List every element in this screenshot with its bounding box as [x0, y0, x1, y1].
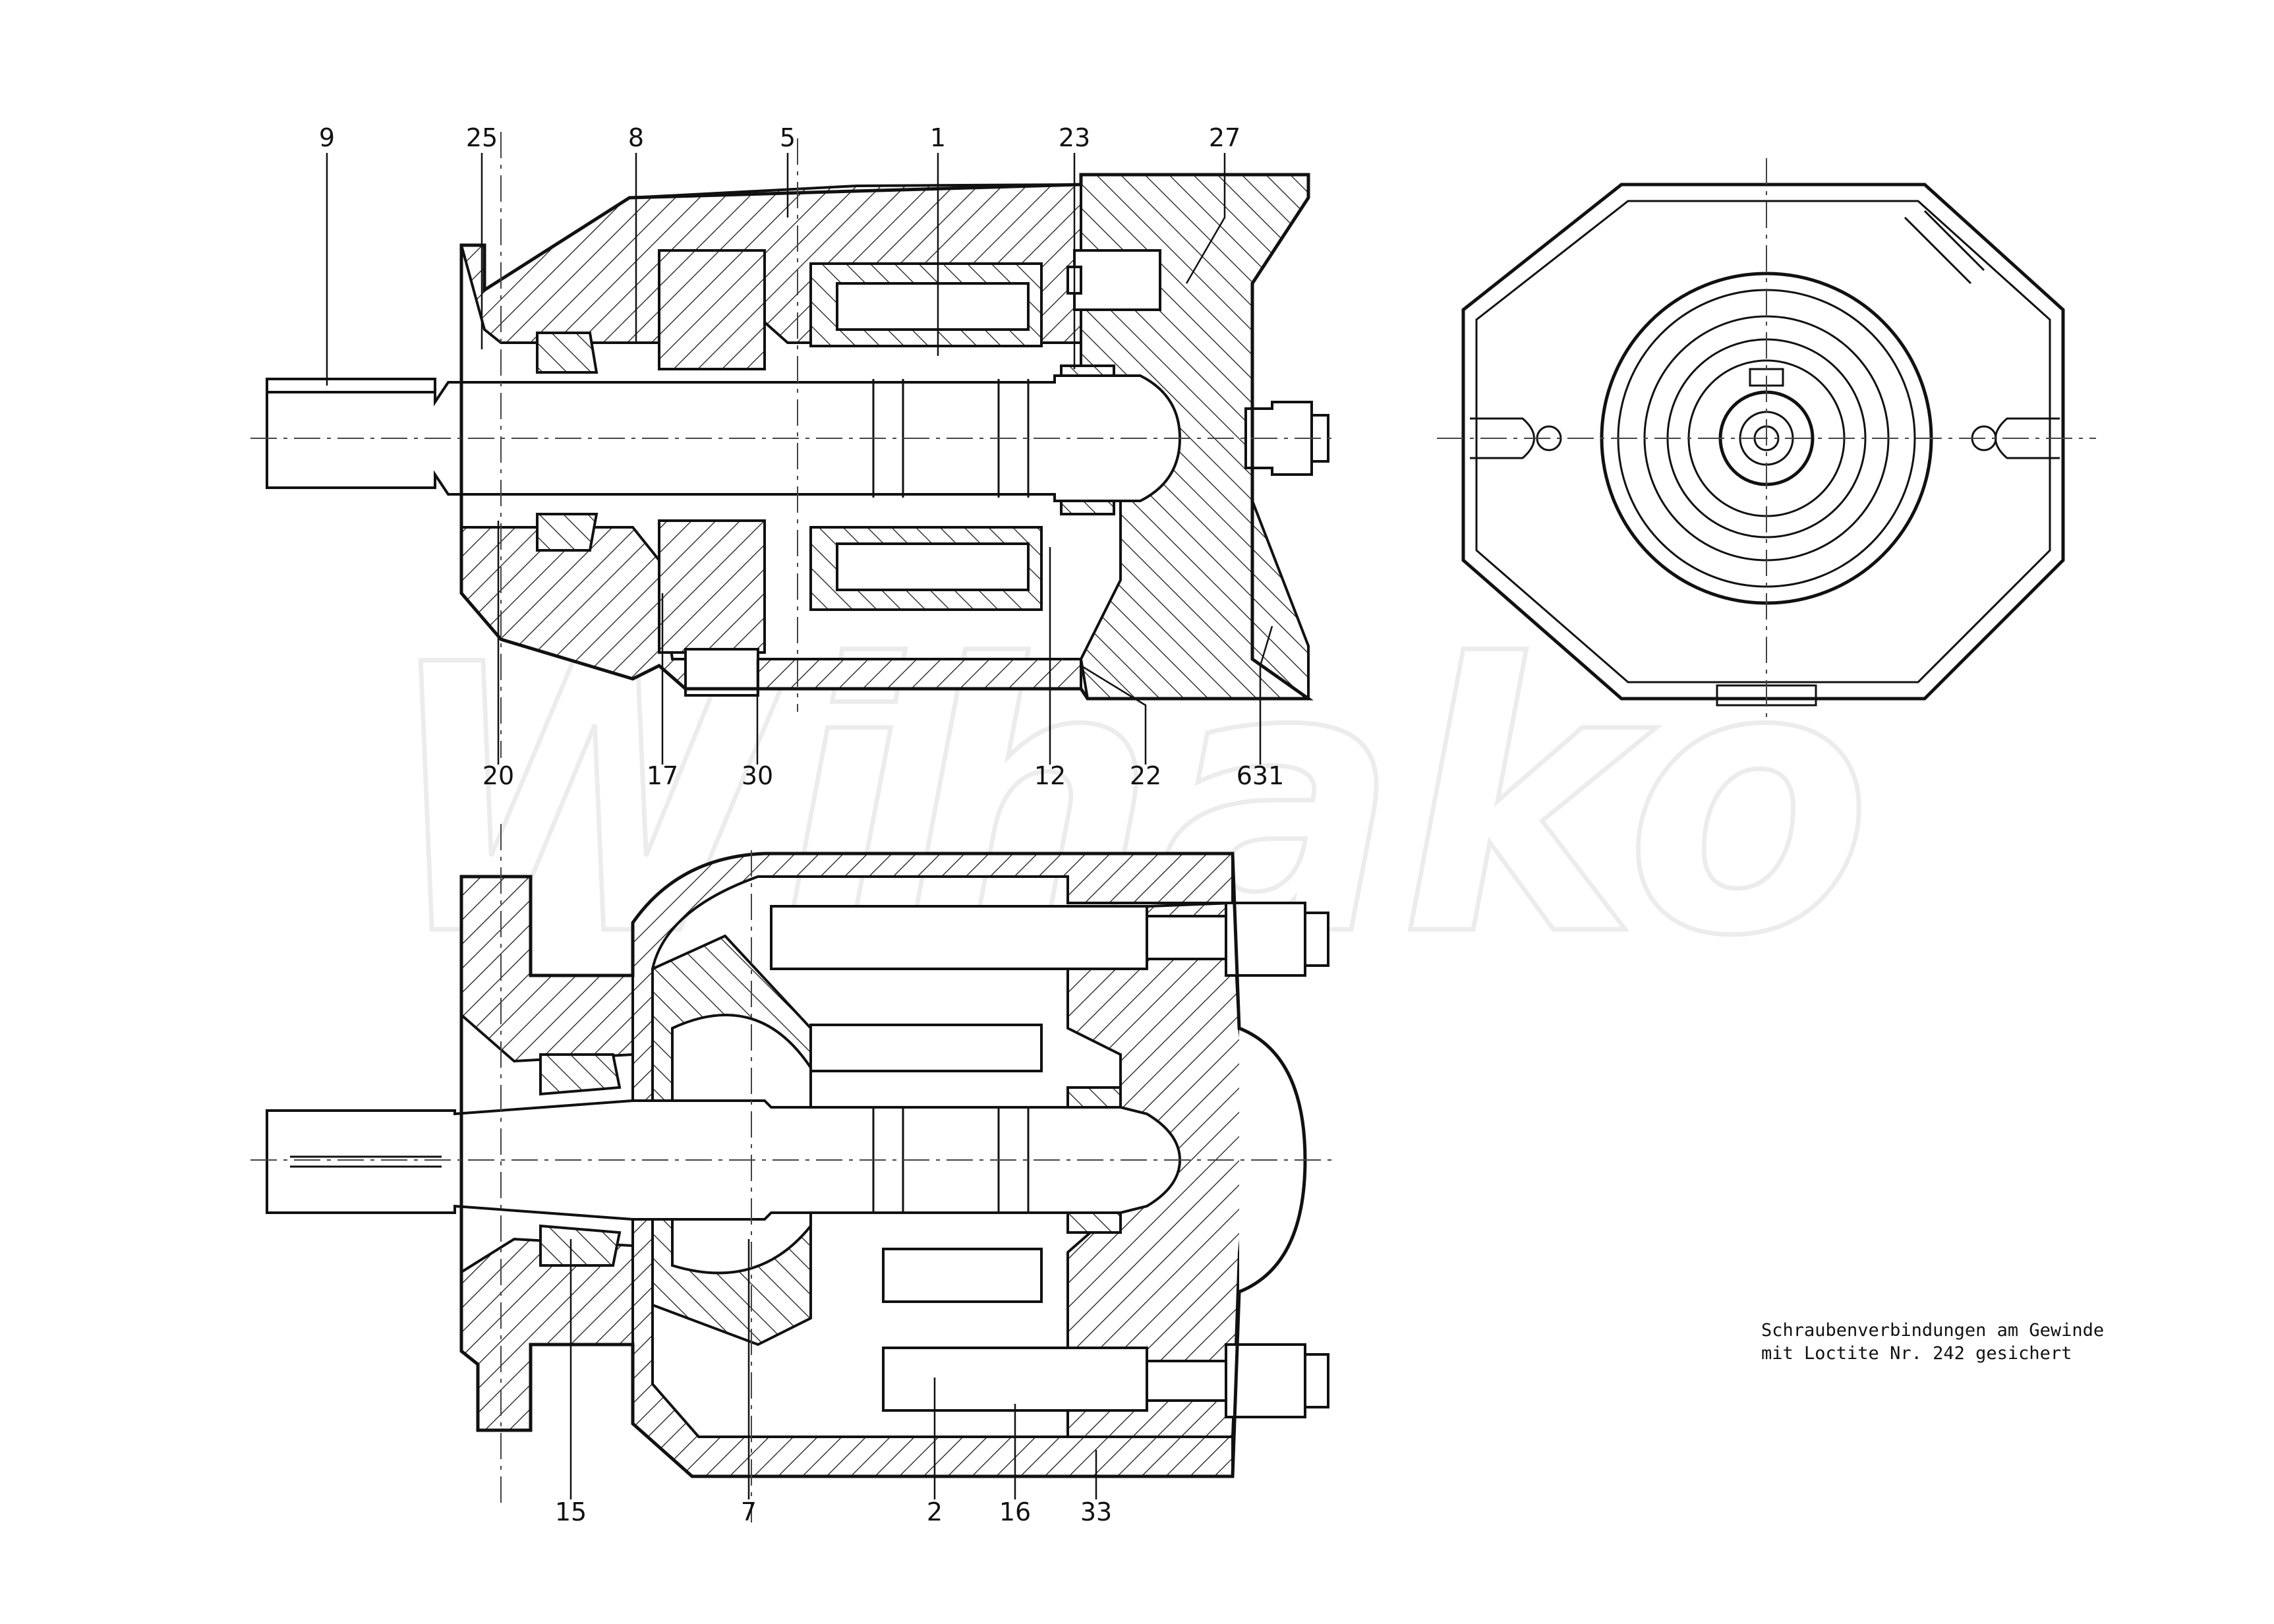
- part-label-30: 30: [742, 761, 773, 790]
- top-section-view: [250, 132, 1338, 758]
- part-label-7: 7: [741, 1497, 757, 1526]
- part-label-23: 23: [1059, 123, 1090, 152]
- part-label-9: 9: [319, 123, 335, 152]
- part-label-25: 25: [466, 123, 498, 152]
- note-line-1: Schraubenverbindungen am Gewinde: [1761, 1320, 2104, 1341]
- end-view: [1437, 158, 2096, 718]
- part-label-27: 27: [1209, 123, 1240, 152]
- bottom-section-view: [250, 824, 1338, 1522]
- part-label-22: 22: [1130, 761, 1161, 790]
- leader-lines: [326, 153, 1273, 1499]
- part-label-12: 12: [1034, 761, 1066, 790]
- part-label-17: 17: [647, 761, 678, 790]
- part-label-15: 15: [555, 1497, 587, 1526]
- part-label-1: 1: [930, 123, 946, 152]
- part-labels: 9 25 8 5 1 23 27 20 17 30 12 22 631 15 7…: [319, 123, 1284, 1526]
- part-label-16: 16: [999, 1497, 1031, 1526]
- part-label-2: 2: [927, 1497, 943, 1526]
- part-label-33: 33: [1080, 1497, 1112, 1526]
- note-line-2: mit Loctite Nr. 242 gesichert: [1761, 1343, 2072, 1364]
- part-label-20: 20: [482, 761, 514, 790]
- loctite-note: Schraubenverbindungen am Gewinde mit Loc…: [1761, 1320, 2104, 1364]
- part-label-8: 8: [628, 123, 644, 152]
- part-label-5: 5: [780, 123, 796, 152]
- part-label-631: 631: [1237, 761, 1285, 790]
